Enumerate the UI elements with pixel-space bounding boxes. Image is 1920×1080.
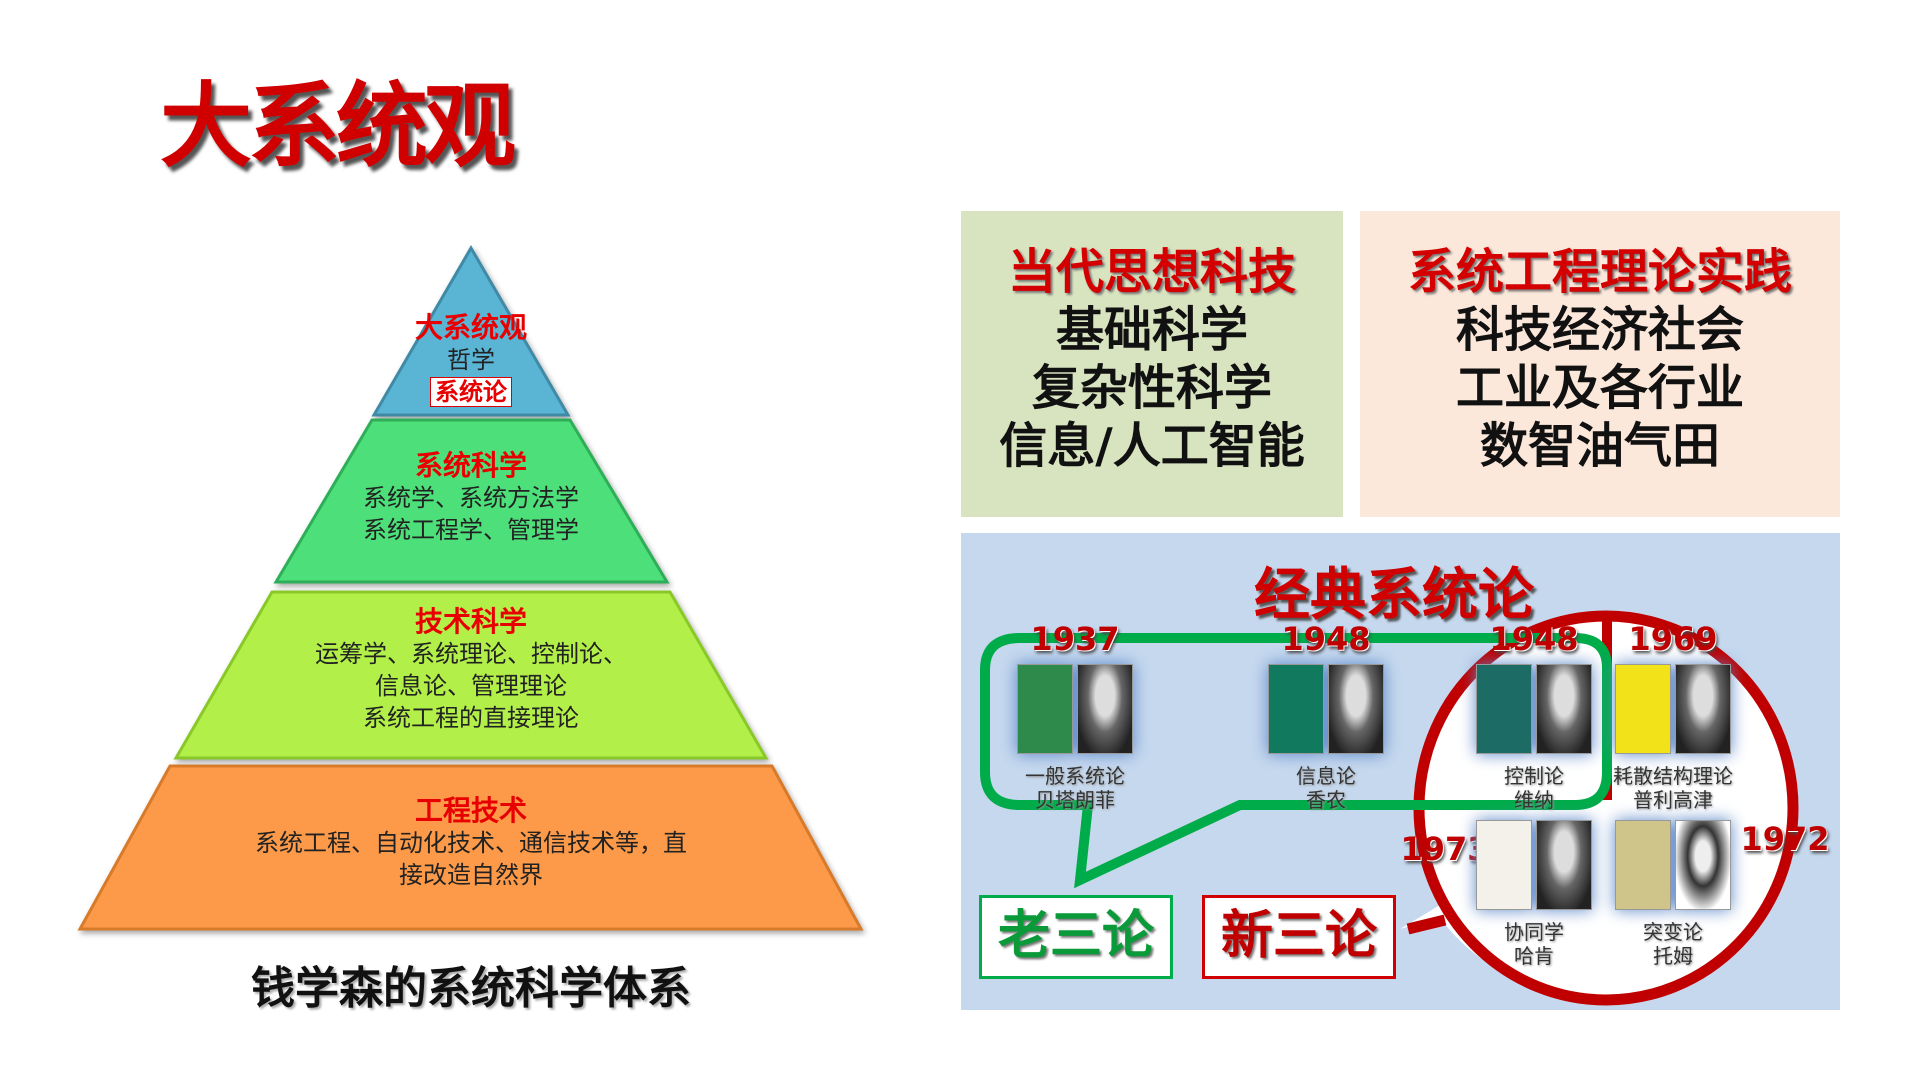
classic-systems-title: 经典系统论 — [1254, 563, 1534, 628]
theory-item: 信息论香农 — [1241, 664, 1411, 812]
portrait-image — [1077, 664, 1133, 754]
theory-item: 耗散结构理论普利高津 — [1588, 664, 1758, 812]
year-label: 1973 — [1400, 830, 1490, 868]
pyramid-level-technical-science — [173, 590, 769, 760]
theory-item: 控制论维纳 — [1449, 664, 1619, 812]
system-theory-badge: 系统论 — [430, 377, 512, 407]
year-label: 1972 — [1740, 820, 1830, 858]
pyramid-text-top: 大系统观 哲学 系统论 — [414, 311, 527, 407]
year-label: 1948 — [1281, 620, 1371, 658]
pyramid-text-level4: 工程技术 系统工程、自动化技术、通信技术等，直 接改造自然界 — [255, 794, 687, 890]
pyramid-level-philosophy — [371, 245, 571, 417]
pyramid-level-engineering — [77, 764, 864, 931]
theory-item: 一般系统论贝塔朗菲 — [990, 664, 1160, 812]
year-label: 1948 — [1489, 620, 1579, 658]
pyramid-caption: 钱学森的系统科学体系 — [251, 963, 691, 1014]
year-label: 1937 — [1030, 620, 1120, 658]
pyramid-graphic — [77, 245, 864, 931]
theory-item: 协同学哈肯 — [1449, 820, 1619, 968]
book-cover-image — [1476, 664, 1532, 754]
book-cover-image — [1268, 664, 1324, 754]
page-title: 大系统观 — [160, 73, 516, 180]
portrait-image — [1536, 820, 1592, 910]
year-label: 1969 — [1628, 620, 1718, 658]
portrait-image — [1536, 664, 1592, 754]
pyramid-text-level3: 技术科学 运筹学、系统理论、控制论、 信息论、管理理论 系统工程的直接理论 — [315, 605, 627, 733]
new-three-theories-label: 新三论 — [1202, 895, 1396, 979]
book-cover-image — [1615, 664, 1671, 754]
portrait-image — [1675, 664, 1731, 754]
portrait-image — [1328, 664, 1384, 754]
book-cover-image — [1615, 820, 1671, 910]
old-three-theories-label: 老三论 — [979, 895, 1173, 979]
pyramid-level-system-science — [273, 418, 670, 584]
book-cover-image — [1017, 664, 1073, 754]
book-cover-image — [1476, 820, 1532, 910]
old-theories-bubble — [980, 633, 1612, 889]
pyramid-text-level2: 系统科学 系统学、系统方法学 系统工程学、管理学 — [363, 449, 579, 545]
contemporary-science-panel: 当代思想科技 基础科学 复杂性科学 信息/人工智能 — [961, 211, 1343, 517]
portrait-image — [1675, 820, 1731, 910]
system-engineering-panel: 系统工程理论实践 科技经济社会 工业及各行业 数智油气田 — [1360, 211, 1840, 517]
theory-item: 突变论托姆 — [1588, 820, 1758, 968]
